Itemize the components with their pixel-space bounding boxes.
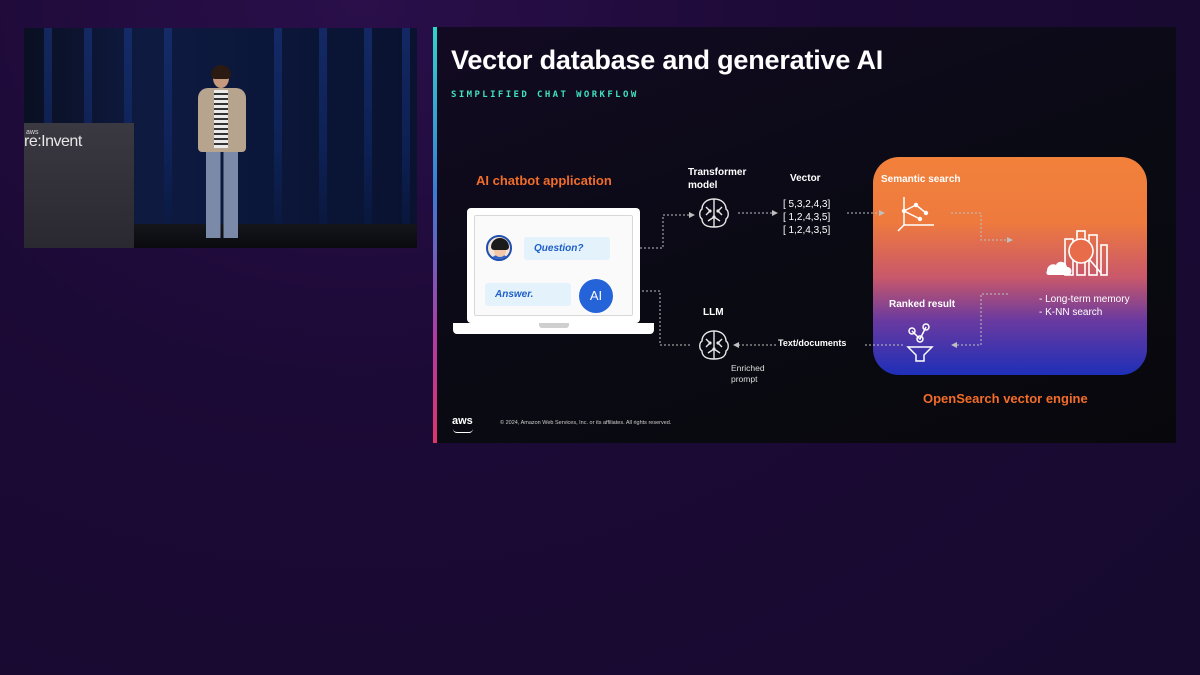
flow-connectors [640, 210, 1013, 348]
llm-label: LLM [703, 307, 724, 318]
connector-engine-to-ranked [956, 293, 1008, 346]
laptop-base [453, 323, 654, 334]
copyright-text: © 2024, Amazon Web Services, Inc. or its… [500, 420, 672, 426]
question-bubble: Question? [524, 237, 610, 260]
connector-app-to-transformer [640, 214, 690, 249]
curtain [402, 28, 410, 226]
aws-logo: aws [452, 415, 473, 427]
slide-accent-bar [433, 27, 437, 443]
banner-reinvent-text: re:Invent [24, 133, 82, 150]
curtain [164, 28, 172, 226]
brain-icon [699, 198, 729, 228]
curtain [364, 28, 372, 226]
brain-icon [699, 330, 729, 360]
presentation-slide: Vector database and generative AI SIMPLI… [433, 27, 1176, 443]
ai-badge: AI [579, 279, 613, 313]
transformer-label-line2: model [688, 180, 718, 191]
curtain [274, 28, 282, 226]
laptop-screen: Question? Answer. AI [467, 208, 640, 323]
search-analytics-icon [1046, 230, 1108, 276]
enriched-prompt-line2: prompt [731, 374, 758, 384]
transformer-label-line1: Transformer [688, 167, 747, 178]
reinvent-banner: aws re:Invent [24, 123, 134, 248]
feature-long-term-memory: - Long-term memory [1039, 294, 1130, 305]
opensearch-engine-label: OpenSearch vector engine [923, 391, 1088, 406]
vector-row: [ 1,2,4,3,5] [783, 212, 831, 223]
semantic-search-label: Semantic search [881, 174, 961, 185]
text-documents-label: Text/documents [778, 338, 847, 348]
vector-row: [ 1,2,4,3,5] [783, 225, 831, 236]
ai-chatbot-label: AI chatbot application [476, 173, 612, 188]
speaker-video: aws re:Invent [24, 28, 417, 248]
curtain [319, 28, 327, 226]
user-avatar [486, 235, 512, 261]
slide-title: Vector database and generative AI [451, 45, 884, 75]
ranked-funnel-icon [906, 323, 934, 362]
chat-window: Question? Answer. AI [474, 215, 633, 316]
vector-label: Vector [790, 173, 821, 184]
aws-smile-icon [453, 429, 473, 433]
connector-search-to-engine [951, 212, 1008, 241]
answer-bubble: Answer. [485, 283, 571, 306]
slide-subtitle: SIMPLIFIED CHAT WORKFLOW [451, 90, 639, 100]
connector-llm-to-app [640, 290, 690, 346]
enriched-prompt-line1: Enriched [731, 363, 765, 373]
vector-row: [ 5,3,2,4,3] [783, 199, 831, 210]
banner-aws-text: aws [26, 129, 39, 136]
scatter-axes-icon [897, 197, 934, 232]
laptop-notch [539, 323, 569, 328]
feature-knn-search: - K-NN search [1039, 307, 1103, 318]
ranked-result-label: Ranked result [889, 299, 956, 310]
speaker [192, 65, 252, 243]
